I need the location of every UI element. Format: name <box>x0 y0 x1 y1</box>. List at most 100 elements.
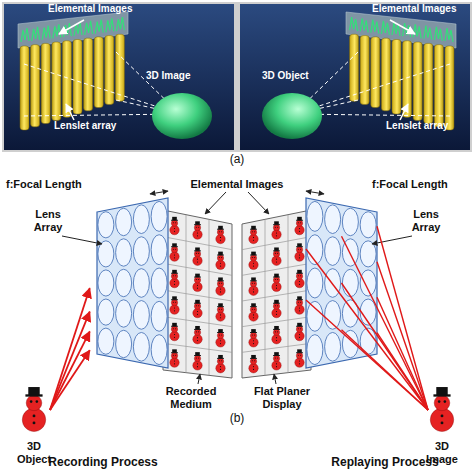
lens <box>325 332 341 361</box>
illustration-part <box>298 275 299 276</box>
illustration-part <box>197 314 198 315</box>
elemental-snowman <box>249 252 258 270</box>
elemental-image <box>95 20 103 34</box>
illustration-part <box>194 302 201 304</box>
illustration-part <box>174 231 175 232</box>
illustration-part <box>171 246 178 248</box>
illustration-part <box>277 279 278 280</box>
illustration-part <box>175 222 176 223</box>
elemental-snowman <box>216 277 225 295</box>
illustration-part <box>221 360 222 361</box>
light-ray <box>50 350 90 410</box>
illustration-part <box>296 272 303 274</box>
illustration-part <box>196 331 197 332</box>
illustration-part <box>198 253 199 254</box>
elemental-image <box>445 28 453 42</box>
light-ray <box>50 288 90 410</box>
light-ray <box>342 283 429 410</box>
grid-line <box>265 219 266 375</box>
illustration-part <box>216 363 225 372</box>
lens <box>98 328 114 354</box>
illustration-part <box>297 296 302 299</box>
label-text: Lenslet array <box>386 120 466 132</box>
illustration-part <box>275 305 276 306</box>
illustration-part <box>175 302 176 303</box>
illustration-part <box>300 222 301 223</box>
pointer-arrow <box>274 374 276 384</box>
illustration-part <box>196 279 197 280</box>
illustration-part <box>197 311 198 312</box>
illustration-part <box>297 323 302 326</box>
illustration-part <box>276 261 277 262</box>
illustration-part <box>219 283 220 284</box>
illustration-part <box>219 231 220 232</box>
illustration-part <box>251 252 256 255</box>
elemental-snowman <box>272 326 281 344</box>
illustration-part <box>274 221 279 224</box>
illustration-part <box>250 357 257 359</box>
illustration-part <box>220 240 221 241</box>
illustration-part <box>175 249 176 250</box>
illustration-part <box>173 275 174 276</box>
light-ray <box>377 226 428 410</box>
illustration-part <box>249 234 258 243</box>
panel-surface <box>97 198 168 368</box>
illustration-part <box>171 326 177 332</box>
elemental-snowman <box>295 270 304 288</box>
illustration-part <box>295 278 304 287</box>
elemental-snowman <box>249 329 258 347</box>
label-text: 3D Image <box>146 70 206 82</box>
illustration-part <box>171 272 178 274</box>
light-ray <box>342 236 429 410</box>
illustration-part <box>276 288 277 289</box>
illustration-part <box>216 234 225 243</box>
elemental-image <box>360 18 368 32</box>
elemental-snowman <box>249 277 258 295</box>
illustration-part <box>276 232 277 233</box>
illustration-part <box>253 263 254 264</box>
illustration-part <box>298 328 299 329</box>
illustration-part <box>250 228 257 230</box>
grid-line <box>288 215 289 373</box>
illustration-part <box>274 300 279 303</box>
illustration-part <box>194 355 201 357</box>
illustration-part <box>273 225 279 231</box>
label-text: Lens Array <box>28 208 68 233</box>
illustration-part <box>251 303 256 306</box>
illustration-part <box>295 358 304 367</box>
illustration-part <box>172 323 177 326</box>
elemental-image <box>106 18 114 32</box>
elemental-image <box>381 21 389 35</box>
illustration-part <box>249 286 258 295</box>
pointer-arrow <box>62 236 102 244</box>
illustration-part <box>220 340 221 341</box>
illustration-part <box>300 249 301 250</box>
illustration-part <box>436 387 447 395</box>
illustration-part <box>250 255 256 261</box>
illustration-part <box>273 302 280 304</box>
illustration-part <box>217 306 224 308</box>
illustration-part <box>299 307 300 308</box>
label-text: Recording Process <box>18 456 188 470</box>
illustration-part <box>277 305 278 306</box>
illustration-part <box>438 400 441 403</box>
lens <box>116 269 132 296</box>
illustration-part <box>174 337 175 338</box>
illustration-part <box>272 334 281 343</box>
illustration-part <box>250 332 257 334</box>
render-background <box>4 4 234 150</box>
illustration-part <box>272 361 281 370</box>
illustration-part <box>197 337 198 338</box>
illustration-part <box>444 400 447 403</box>
illustration-part <box>272 308 281 317</box>
illustration-part <box>253 369 254 370</box>
lens <box>360 212 376 238</box>
illustration-part <box>295 305 304 314</box>
illustration-part <box>272 282 281 291</box>
illustration-part <box>253 237 254 238</box>
illustration-part <box>251 355 256 358</box>
illustration-part <box>173 249 174 250</box>
pointer-arrow <box>198 374 200 384</box>
render-panel <box>240 4 470 150</box>
